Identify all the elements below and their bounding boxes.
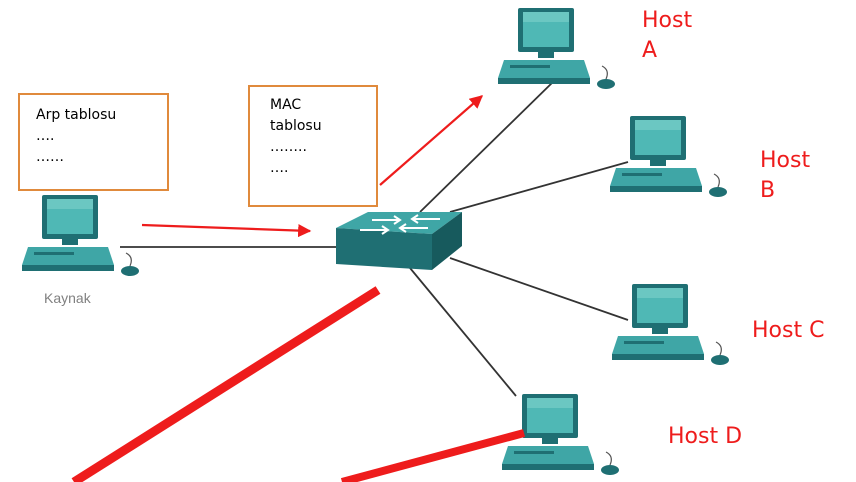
host-c-label: Host C: [752, 316, 824, 346]
source-computer-icon: [21, 194, 140, 277]
switch-icon: [336, 212, 462, 270]
host-d-label-text: Host D: [668, 424, 743, 449]
arrow-switch-to-host-a: [379, 95, 483, 186]
link-switch-host-b: [449, 161, 629, 213]
source-label: Kaynak: [44, 290, 91, 306]
host-b-label-line2: B: [760, 178, 776, 203]
host-c-computer-icon: [611, 283, 730, 366]
arp-table-line: ….: [36, 128, 55, 144]
host-a-label-line2: A: [642, 38, 658, 63]
mac-table-title-line2: tablosu: [270, 118, 322, 134]
link-switch-host-a: [419, 79, 556, 213]
host-b-computer-icon: [609, 115, 728, 198]
host-a-label-line1: Host: [642, 8, 693, 33]
host-a-label: Host A: [642, 6, 692, 66]
mac-table-line: ….: [270, 160, 289, 176]
host-b-label: Host B: [760, 146, 810, 206]
arp-table-box: Arp tablosu …. ……: [18, 93, 169, 191]
mac-table-title-line1: MAC: [270, 97, 302, 113]
host-a-computer-icon: [497, 7, 616, 90]
arrow-source-to-switch: [141, 223, 312, 238]
arp-table-title: Arp tablosu: [36, 107, 117, 123]
link-switch-host-d: [409, 267, 517, 397]
thick-red-line-right: [340, 429, 526, 482]
mac-table-line: ……..: [270, 139, 307, 155]
thick-red-line-left: [71, 286, 381, 482]
host-d-label: Host D: [668, 422, 742, 452]
mac-table-box: MAC tablosu …….. ….: [248, 85, 378, 207]
arp-table-line: ……: [36, 149, 64, 165]
link-switch-host-c: [449, 257, 629, 321]
host-b-label-line1: Host: [760, 148, 811, 173]
host-c-label-text: Host C: [752, 318, 825, 343]
